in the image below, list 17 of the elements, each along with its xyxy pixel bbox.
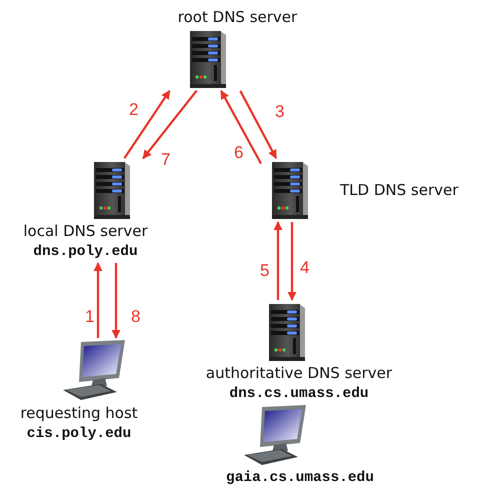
arrow bbox=[123, 90, 171, 159]
arrow bbox=[94, 262, 102, 338]
arrow bbox=[220, 90, 262, 164]
host-name: dns.poly.edu bbox=[32, 243, 139, 261]
host-name: dns.cs.umass.edu bbox=[228, 385, 370, 403]
arrow bbox=[239, 90, 278, 159]
node-label: authoritative DNS server bbox=[204, 364, 394, 383]
arrow bbox=[142, 90, 198, 160]
node-label: local DNS server bbox=[22, 222, 149, 241]
node-label: root DNS server bbox=[176, 8, 298, 27]
arrow bbox=[274, 221, 282, 300]
host-name: cis.poly.edu bbox=[26, 425, 132, 443]
node-label: requesting host bbox=[19, 404, 139, 423]
arrow bbox=[288, 222, 296, 301]
arrow bbox=[112, 263, 120, 339]
node-label: TLD DNS server bbox=[340, 180, 458, 200]
host-name: gaia.cs.umass.edu bbox=[225, 469, 375, 487]
